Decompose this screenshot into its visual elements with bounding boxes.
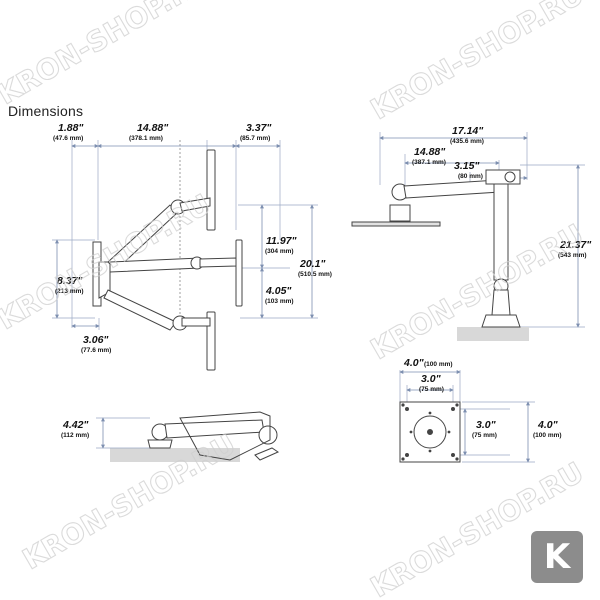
pole-w-arm-value: 14.88" xyxy=(414,146,446,158)
pole-view-drawing xyxy=(351,132,585,341)
side-w-base-mm: (77.6 mm) xyxy=(81,347,111,354)
vesa-w-outer-value: 4.0" xyxy=(403,357,425,369)
watermark-text: KRON-SHOP.RU xyxy=(365,218,589,367)
pole-h-mm: (543 mm) xyxy=(558,252,587,259)
side-h-upper-value: 11.97" xyxy=(266,235,297,247)
vesa-w-inner-value: 3.0" xyxy=(421,373,442,385)
side-w2-value: 14.88" xyxy=(137,122,169,134)
vesa-h-outer-value: 4.0" xyxy=(537,419,559,431)
side-h-lower-mm: (103 mm) xyxy=(265,298,294,305)
side-w1-mm: (47.6 mm) xyxy=(53,135,83,142)
vesa-w-inner-mm: (75 mm) xyxy=(419,386,444,393)
brand-logo: K xyxy=(531,531,583,583)
pole-w-total-value: 17.14" xyxy=(452,125,484,137)
side-h-base-mm: (213 mm) xyxy=(55,288,84,295)
side-w1-value: 1.88" xyxy=(58,122,84,134)
side-h-upper-mm: (304 mm) xyxy=(265,248,294,255)
side-h-total-mm: (510.5 mm) xyxy=(298,271,332,278)
side-h-base-value: 8.37" xyxy=(57,275,83,287)
vesa-h-inner-value: 3.0" xyxy=(476,419,497,431)
watermark-text: KRON-SHOP.RU xyxy=(365,0,589,126)
pole-w-total-mm: (435.6 mm) xyxy=(450,138,484,145)
side-w-base-value: 3.06" xyxy=(83,334,109,346)
pole-w-mount-value: 3.15" xyxy=(454,160,480,172)
side-h-lower-value: 4.05" xyxy=(265,285,292,297)
side-w2-mm: (378.1 mm) xyxy=(129,135,163,142)
pole-w-arm-mm: (387.1 mm) xyxy=(412,159,446,166)
top-h-value: 4.42" xyxy=(62,419,89,431)
side-view-drawing xyxy=(52,140,318,371)
top-h-mm: (112 mm) xyxy=(61,432,89,439)
logo-letter: K xyxy=(543,537,571,577)
vesa-w-outer-mm: (100 mm) xyxy=(424,361,453,368)
pole-w-mount-mm: (80 mm) xyxy=(458,173,483,180)
page-title: Dimensions xyxy=(8,103,84,119)
pole-h-value: 21.37" xyxy=(559,239,592,251)
top-view-drawing xyxy=(96,411,280,462)
side-h-total-value: 20.1" xyxy=(299,258,326,270)
vesa-plate-drawing xyxy=(399,370,535,463)
vesa-h-outer-mm: (100 mm) xyxy=(533,432,562,439)
watermark-text: KRON-SHOP.RU xyxy=(0,0,216,111)
side-w3-value: 3.37" xyxy=(246,122,272,134)
vesa-h-inner-mm: (75 mm) xyxy=(472,432,497,439)
side-w3-mm: (85.7 mm) xyxy=(240,135,270,142)
